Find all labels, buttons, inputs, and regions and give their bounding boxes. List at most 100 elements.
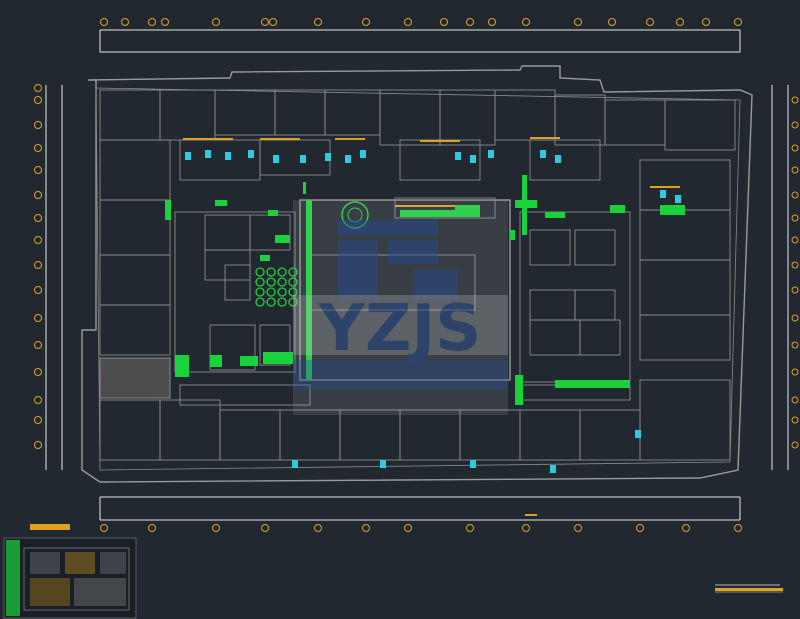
annotation-line xyxy=(395,205,455,207)
axis-bubble xyxy=(212,524,220,532)
axis-bubble xyxy=(34,261,42,269)
room-outline xyxy=(639,209,731,261)
room-outline xyxy=(324,89,381,136)
axis-bubble xyxy=(791,286,799,294)
room-outline xyxy=(249,214,291,251)
annotation-line xyxy=(530,137,560,139)
axis-bubble xyxy=(314,524,322,532)
fixture xyxy=(380,460,386,468)
fixture xyxy=(455,152,461,160)
axis-bubble xyxy=(791,368,799,376)
fixture xyxy=(488,150,494,158)
annotation-markers xyxy=(183,137,680,516)
equipment-block xyxy=(400,210,470,217)
axis-bubble xyxy=(791,416,799,424)
top-dimension-chain xyxy=(99,29,741,53)
axis-bubble xyxy=(608,18,616,26)
axis-bubble xyxy=(100,524,108,532)
chair-symbol xyxy=(277,277,287,287)
equipment-block xyxy=(210,355,222,367)
room-outline xyxy=(459,409,521,461)
fixture xyxy=(635,430,641,438)
axis-bubble xyxy=(34,286,42,294)
axis-bubble xyxy=(362,524,370,532)
equipment-block xyxy=(240,356,258,366)
chair-symbol xyxy=(288,267,298,277)
chair-symbol xyxy=(266,267,276,277)
room-outline xyxy=(279,409,341,461)
equipment-block xyxy=(545,212,565,218)
room-outline xyxy=(99,254,171,306)
axis-bubble xyxy=(261,524,269,532)
fixture xyxy=(185,152,191,160)
axis-bubble xyxy=(791,96,799,104)
room-outline xyxy=(159,89,216,141)
room-outline xyxy=(529,319,581,356)
equipment-block xyxy=(165,200,171,220)
chair-symbol xyxy=(288,277,298,287)
chair-symbol xyxy=(277,267,287,277)
chair-symbol xyxy=(288,297,298,307)
fixture xyxy=(360,150,366,158)
axis-bubble xyxy=(440,18,448,26)
equipment-block xyxy=(260,255,270,261)
fixture xyxy=(273,155,279,163)
axis-bubble xyxy=(34,236,42,244)
axis-bubble xyxy=(646,18,654,26)
bottom-dimension-chain xyxy=(99,496,741,521)
axis-bubble xyxy=(791,396,799,404)
room-outline xyxy=(579,409,641,461)
room-outline xyxy=(494,89,556,141)
equipment-block xyxy=(275,235,290,243)
axis-bubble xyxy=(791,236,799,244)
watermark-text: YZJS xyxy=(318,292,482,366)
equipment-block xyxy=(455,205,480,217)
room-outline xyxy=(639,379,731,461)
room-outline xyxy=(99,399,161,461)
axis-bubble xyxy=(791,166,799,174)
equipment-block xyxy=(175,355,189,377)
equipment-block xyxy=(306,200,312,380)
axis-bubble xyxy=(791,121,799,129)
fixture xyxy=(225,152,231,160)
annotation-line xyxy=(335,138,365,140)
axis-bubble xyxy=(34,214,42,222)
room-outline xyxy=(99,304,171,356)
room-outline xyxy=(209,324,256,371)
fixture xyxy=(300,155,306,163)
axis-bubble xyxy=(34,441,42,449)
equipment-block xyxy=(610,205,625,213)
fixture xyxy=(470,460,476,468)
axis-bubble xyxy=(314,18,322,26)
axis-bubble xyxy=(34,368,42,376)
fixture xyxy=(660,190,666,198)
title-block xyxy=(715,584,783,593)
chair-symbol xyxy=(255,287,265,297)
axis-bubble xyxy=(791,144,799,152)
room-outline xyxy=(554,94,606,146)
axis-bubble xyxy=(161,18,169,26)
axis-bubble xyxy=(522,524,530,532)
room-outline xyxy=(339,409,401,461)
chair-symbol xyxy=(255,267,265,277)
axis-bubble xyxy=(522,18,530,26)
room-outline xyxy=(604,99,666,146)
axis-bubble xyxy=(261,18,269,26)
room-outline xyxy=(399,139,481,181)
axis-bubble xyxy=(34,121,42,129)
axis-bubble xyxy=(148,18,156,26)
axis-bubble xyxy=(791,441,799,449)
fixture xyxy=(550,465,556,473)
annotation-line xyxy=(183,138,233,140)
axis-bubble xyxy=(791,261,799,269)
chair-symbol xyxy=(266,287,276,297)
axis-bubble xyxy=(791,314,799,322)
axis-bubble xyxy=(212,18,220,26)
room-outline xyxy=(639,259,731,316)
room-outline xyxy=(224,264,251,301)
plumbing-fixtures xyxy=(185,150,681,473)
room-partitions xyxy=(99,89,736,461)
room-outline xyxy=(99,89,161,141)
